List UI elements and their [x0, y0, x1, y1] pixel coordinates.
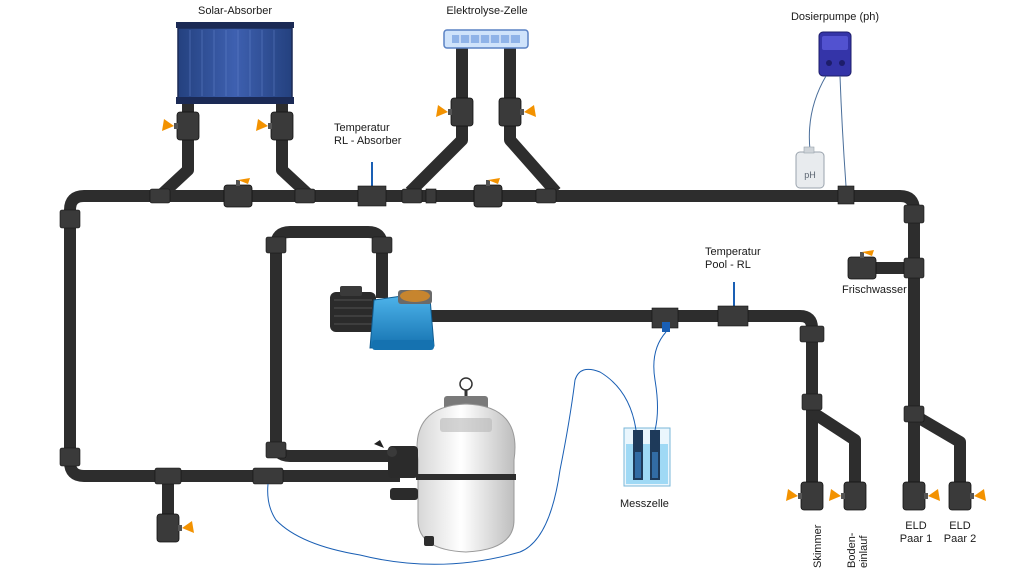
valve-body-icon [498, 97, 522, 127]
ph-canister-label: pH [804, 170, 816, 180]
electrolysis-cell-label: Elektrolyse-Zelle [446, 5, 528, 17]
valve-body-icon [843, 481, 867, 511]
eld-pair1-label: ELD Paar 1 [898, 520, 934, 546]
eld-pair2-label-line1: ELD [949, 520, 971, 532]
eld-pair1-label-line2: Paar 1 [899, 533, 933, 545]
pipe-cell-right [504, 48, 561, 196]
valve-fresh-water[interactable] [847, 250, 877, 280]
temp-pool-label-line1: Temperatur [705, 246, 761, 258]
valve-drain[interactable] [156, 513, 194, 543]
valve-stem-icon [174, 123, 178, 129]
valve-handle-icon [162, 119, 174, 131]
valve-handle-icon [436, 105, 448, 117]
eld-pair2-label-line2: Paar 2 [943, 533, 977, 545]
valve-stem-icon [860, 252, 864, 258]
valve-body-icon [450, 97, 474, 127]
valve-handle-icon [974, 489, 986, 501]
valve-body-icon [800, 481, 824, 511]
valve-stem-icon [448, 109, 452, 115]
valve-body-icon [948, 481, 972, 511]
circulation-pump-icon [330, 286, 435, 350]
valve-floor-inlet[interactable] [829, 481, 867, 511]
valve-stem-icon [924, 493, 928, 499]
temp-absorber-label: Temperatur RL - Absorber [334, 122, 401, 148]
valve-handle-icon [488, 178, 500, 184]
valve-handle-icon [524, 105, 536, 117]
valve-skimmer[interactable] [786, 481, 824, 511]
ph-canister-icon [795, 146, 825, 189]
valve-handle-icon [786, 489, 798, 501]
valve-eld-pair1[interactable] [902, 481, 940, 511]
valve-body-icon [473, 184, 503, 208]
dosing-pump-label: Dosierpumpe (ph) [790, 11, 880, 23]
valve-handle-icon [928, 489, 940, 501]
pipe-eld2 [910, 409, 966, 500]
temp-pool-label: Temperatur Pool - RL [705, 246, 761, 272]
fresh-water-label: Frischwasser [842, 284, 907, 296]
valve-handle-icon [256, 119, 268, 131]
valve-body-icon [270, 111, 294, 141]
valve-eld-pair2[interactable] [948, 481, 986, 511]
valve-body-icon [847, 256, 877, 280]
solar-absorber-icon [176, 22, 294, 104]
valve-body-icon [156, 513, 180, 543]
valve-cell-left[interactable] [436, 97, 474, 127]
valve-stem-icon [798, 493, 802, 499]
temp-absorber-label-line2: RL - Absorber [334, 135, 402, 147]
valve-cell-right[interactable] [498, 97, 536, 127]
valve-solar-right[interactable] [256, 111, 294, 141]
solar-absorber-label: Solar-Absorber [198, 5, 272, 17]
valve-body-icon [176, 111, 200, 141]
temperature-sensor-absorber-icon [357, 162, 387, 207]
temperature-sensor-pool-icon [717, 282, 749, 327]
measuring-cell-label: Messzelle [620, 498, 669, 510]
temp-absorber-label-line1: Temperatur [334, 122, 390, 134]
eld-pair2-label: ELD Paar 2 [942, 520, 978, 546]
electrolysis-cell-icon [443, 29, 529, 49]
valve-solar-left[interactable] [162, 111, 200, 141]
dosing-pump-icon [818, 31, 852, 77]
valve-stem-icon [970, 493, 974, 499]
pipe-cell-left [405, 48, 468, 197]
sensor-wires [267, 331, 667, 565]
valve-body-icon [223, 184, 253, 208]
sand-filter-icon [374, 377, 516, 553]
pipe-couplings [59, 188, 925, 485]
floor-inlet-label-line2: einlauf [858, 535, 870, 568]
valve-stem-icon [841, 493, 845, 499]
floor-inlet-label: Boden- einlauf [846, 533, 870, 568]
valve-handle-icon [238, 178, 250, 184]
valve-handle-icon [862, 250, 874, 256]
floor-inlet-label-line1: Boden- [846, 532, 858, 568]
valve-body-icon [902, 481, 926, 511]
valves [156, 97, 986, 543]
valve-solar-bypass[interactable] [223, 178, 253, 208]
skimmer-label: Skimmer [812, 524, 824, 568]
valve-stem-icon [178, 525, 182, 531]
valve-cell-bypass[interactable] [473, 178, 503, 208]
pipe-main-top [64, 190, 920, 420]
valve-stem-icon [520, 109, 524, 115]
valve-stem-icon [486, 180, 490, 186]
eld-pair1-label-line1: ELD [905, 520, 927, 532]
dosing-hoses [808, 75, 847, 187]
measuring-cell-icon [623, 427, 671, 487]
measuring-tee-icon [651, 307, 679, 332]
valve-stem-icon [236, 180, 240, 186]
temp-pool-label-line2: Pool - RL [705, 259, 751, 271]
pipe-floor-inlet [808, 406, 861, 500]
valve-stem-icon [268, 123, 272, 129]
valve-handle-icon [182, 521, 194, 533]
valve-handle-icon [829, 489, 841, 501]
pipe-left-vertical [64, 225, 400, 482]
